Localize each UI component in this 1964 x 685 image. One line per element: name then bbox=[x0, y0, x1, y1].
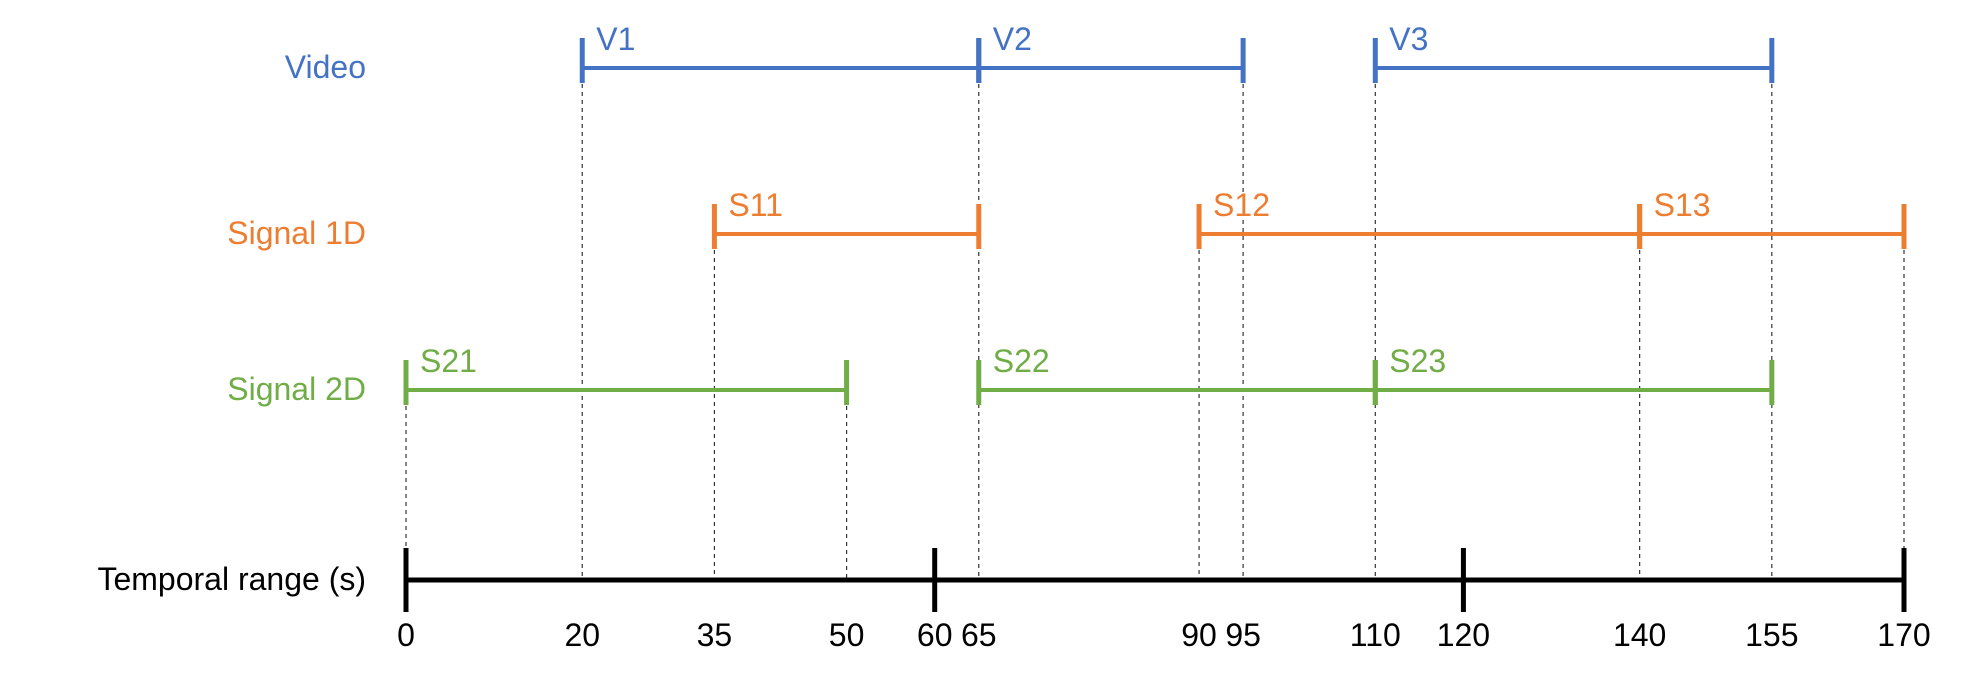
segment-v2: V2 bbox=[976, 21, 1246, 83]
axis-tick-label: 60 bbox=[917, 617, 953, 653]
guide-lines bbox=[405, 68, 1905, 580]
segment-s11: S11 bbox=[711, 187, 982, 249]
segment-label: V3 bbox=[1389, 21, 1428, 57]
segment-s12: S12 bbox=[1196, 187, 1643, 249]
axis-tick-label: 0 bbox=[397, 617, 415, 653]
segment-v3: V3 bbox=[1372, 21, 1775, 83]
segment-v1: V1 bbox=[579, 21, 982, 83]
row-video: Video V1 V2 V3 bbox=[285, 21, 1775, 85]
segment-label: S12 bbox=[1213, 187, 1270, 223]
axis-tick-label: 110 bbox=[1350, 617, 1401, 653]
segment-label: S13 bbox=[1654, 187, 1711, 223]
segment-label: S21 bbox=[420, 343, 477, 379]
axis-tick-label: 140 bbox=[1613, 617, 1666, 653]
segment-label: V2 bbox=[993, 21, 1032, 57]
segment-label: S22 bbox=[993, 343, 1050, 379]
axis-tick-label: 65 bbox=[961, 617, 997, 653]
segment-s13: S13 bbox=[1637, 187, 1907, 249]
row-label-signal-1d: Signal 1D bbox=[227, 215, 366, 251]
axis-tick-label: 170 bbox=[1877, 617, 1930, 653]
axis-tick-label: 50 bbox=[829, 617, 865, 653]
segment-s21: S21 bbox=[403, 343, 850, 405]
axis-tick-label: 35 bbox=[697, 617, 733, 653]
segment-label: S11 bbox=[728, 187, 783, 223]
row-signal-2d: Signal 2D S21 S22 S23 bbox=[227, 343, 1775, 407]
segment-label: S23 bbox=[1389, 343, 1446, 379]
axis-tick-label: 120 bbox=[1437, 617, 1490, 653]
row-signal-1d: Signal 1D S11 S12 S13 bbox=[227, 187, 1907, 251]
segment-s23: S23 bbox=[1372, 343, 1775, 405]
axis-tick-label: 95 bbox=[1225, 617, 1261, 653]
axis-tick-label: 155 bbox=[1745, 617, 1798, 653]
axis-tick-label: 20 bbox=[564, 617, 600, 653]
row-label-video: Video bbox=[285, 49, 366, 85]
axis-title: Temporal range (s) bbox=[97, 561, 366, 597]
segment-s22: S22 bbox=[976, 343, 1378, 405]
axis-tick-label: 90 bbox=[1181, 617, 1217, 653]
row-label-signal-2d: Signal 2D bbox=[227, 371, 366, 407]
segment-label: V1 bbox=[596, 21, 635, 57]
